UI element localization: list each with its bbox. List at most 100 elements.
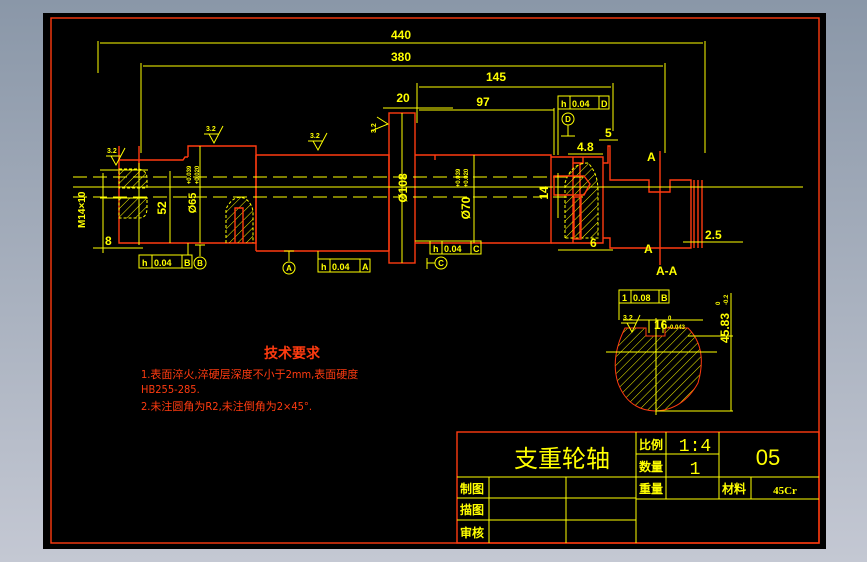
svg-text:1: 1 [622,293,627,303]
qty-label: 数量 [639,459,663,474]
svg-text:h: h [321,262,327,272]
dim-65-text: Ø65 [187,193,199,214]
svg-text:3.2: 3.2 [371,123,378,133]
section-mark-bottom: A [644,242,653,256]
right-hole [553,175,591,196]
dim-145-text: 145 [486,70,506,84]
tolerance-frame-d: h 0.04 D [557,95,610,155]
key-16-tol-upper: 0 [668,316,672,322]
svg-text:0: 0 [716,301,722,305]
tech-req-heading: 技术要求 [264,345,321,362]
svg-text:3.2: 3.2 [107,148,117,155]
roughness-symbol-3: 3.2 [308,132,328,152]
qty-value: 1 [690,460,701,480]
svg-text:C: C [438,259,444,268]
dimension-dia-70: Ø70 +0.039 +0.020 [456,155,475,243]
tolerance-frame-a: h 0.04 A [317,251,371,273]
scale-value: 1:4 [679,437,711,457]
svg-text:0.08: 0.08 [633,293,651,303]
svg-text:3.2: 3.2 [310,133,320,140]
svg-text:3.2: 3.2 [623,315,633,322]
svg-text:B: B [661,293,668,303]
key-16-text: 16 [654,318,668,332]
tech-requirements: 技术要求 1.表面淬火,淬硬层深度不小于2mm,表面硬度 HB255-285. … [141,345,358,413]
dim-65-tol-upper: +0.039 [187,165,193,184]
roughness-symbol-1: 3.2 [106,147,126,167]
dimension-5: 5 [599,126,618,141]
section-45-83-text: 45.83 [718,313,732,343]
section-a-a: 16 0 -0.043 45.83 0 -0.2 [606,293,733,415]
datum-a: A [282,250,296,275]
traced-label: 描图 [460,502,484,517]
drawing-number: 05 [756,445,780,470]
svg-text:-0.2: -0.2 [724,294,730,305]
svg-text:3.2: 3.2 [206,126,216,133]
svg-text:0.04: 0.04 [154,258,172,268]
dim-8-text: 8 [105,234,112,248]
right-slot [573,196,582,240]
title-block: 支重轮轴 比例 1:4 数量 1 05 重量 材料 45Cr 制图 描图 审核 [456,431,820,544]
svg-text:0.04: 0.04 [572,99,590,109]
scale-label: 比例 [639,437,663,452]
dim-52-text: 52 [155,201,169,215]
drawn-label: 制图 [460,481,484,496]
dim-380-text: 380 [391,50,411,64]
dim-70-text: Ø70 [459,196,473,219]
tech-req-line1: 1.表面淬火,淬硬层深度不小于2mm,表面硬度 [141,367,358,381]
centerlines [73,113,803,263]
weight-label: 重量 [639,481,663,496]
dim-4-8-text: 4.8 [577,140,594,154]
dimension-6: 6 [558,236,613,251]
svg-text:D: D [565,115,571,124]
thread-text: M14×10 [77,191,88,228]
svg-text:C: C [473,244,480,254]
tech-req-line2: 2.未注圆角为R2,未注倒角为2×45°. [141,399,312,413]
shaft-outline [118,112,703,265]
tolerance-frame-b: h 0.04 B [138,243,193,269]
section-label: A-A [656,264,678,278]
material-label: 材料 [721,481,746,496]
dim-440-text: 440 [391,28,411,42]
dim-70-tol-upper: +0.039 [456,168,462,187]
svg-text:B: B [197,259,203,268]
section-mark-top: A [647,150,656,164]
svg-text:D: D [601,99,608,109]
dimension-97: 97 [419,95,555,155]
tolerance-frame-section: 1 0.08 B [618,289,670,320]
datum-d: D [561,112,575,137]
svg-text:h: h [433,244,439,254]
svg-text:h: h [142,258,148,268]
dim-14-text: 14 [537,186,551,200]
dimension-8: 8 [93,213,143,253]
drawing-border [50,17,820,544]
tolerance-frame-c: h 0.04 C [415,240,482,255]
svg-text:h: h [561,99,567,109]
datum-b: B [193,244,207,270]
datum-c: C [426,256,448,270]
left-groove-slot [234,207,244,243]
dim-5-text: 5 [605,126,612,140]
dimension-52: 52 [155,171,171,243]
dimension-2-5: 2.5 [683,228,743,243]
svg-text:B: B [184,258,191,268]
key-16-tol-lower: -0.043 [668,325,686,331]
dimension-dia-65: Ø65 +0.039 +0.020 [187,146,201,243]
dim-70-tol-lower: +0.020 [464,168,470,187]
dimension-4-8: 4.8 [568,140,603,155]
drawing-canvas: 440 380 145 20 97 [43,13,826,549]
part-name: 支重轮轴 [514,445,610,473]
dimension-440: 440 [97,28,706,153]
cad-drawing: 440 380 145 20 97 [50,17,820,544]
dimension-380: 380 [140,50,666,153]
dim-108-text: Ø108 [396,173,410,203]
dim-97-text: 97 [476,95,490,109]
thread-hole-section [100,163,148,245]
dimension-20: 20 [383,91,453,123]
svg-text:A: A [362,262,369,272]
roughness-symbol-2: 3.2 [204,125,224,145]
material-value: 45Cr [773,485,797,497]
left-groove-section [225,196,254,243]
dim-2-5-text: 2.5 [705,228,722,242]
dim-65-tol-lower: +0.020 [195,165,201,184]
svg-text:A: A [286,264,292,273]
